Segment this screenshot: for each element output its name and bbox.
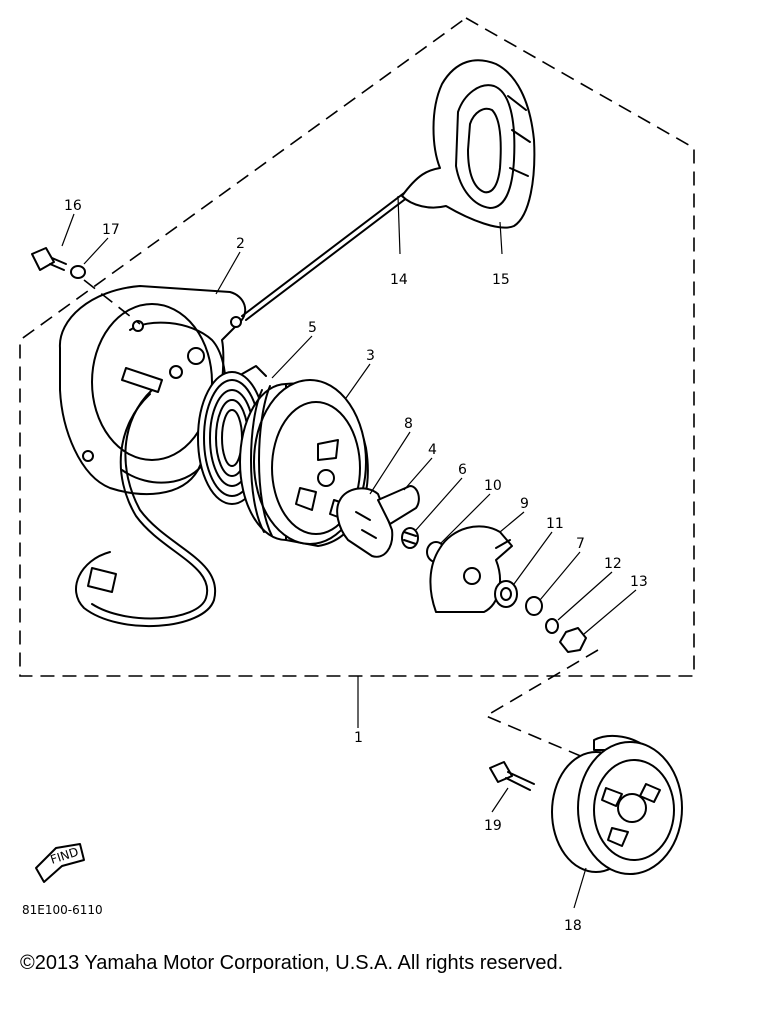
- wire-connector: [87, 567, 117, 593]
- label-part-12: 12: [604, 556, 622, 572]
- friction-plate: [429, 525, 513, 613]
- label-part-14: 14: [390, 272, 408, 288]
- nut-13: [559, 627, 587, 653]
- copyright-notice: ©2013 Yamaha Motor Corporation, U.S.A. A…: [20, 952, 564, 974]
- label-part-4: 4: [428, 442, 437, 458]
- label-part-9: 9: [520, 496, 529, 512]
- label-part-19: 19: [484, 818, 502, 834]
- label-part-18: 18: [564, 918, 582, 934]
- label-part-10: 10: [484, 478, 502, 494]
- label-part-6: 6: [458, 462, 467, 478]
- starter-pulley: [551, 734, 683, 875]
- starter-rope: [245, 193, 413, 321]
- wire-harness: [75, 389, 217, 628]
- pawl-lever: [377, 485, 420, 525]
- link-line-18: [484, 649, 599, 761]
- pawl-spring: [401, 527, 419, 549]
- callout-leaders: [61, 195, 637, 909]
- bolt-19: [489, 761, 535, 791]
- assembly-boundary: [19, 17, 695, 677]
- washer-7: [525, 596, 543, 616]
- starter-handle: [401, 59, 536, 229]
- bolt-16: [31, 247, 67, 271]
- label-part-3: 3: [366, 348, 375, 364]
- label-part-2: 2: [236, 236, 245, 252]
- label-part-15: 15: [492, 272, 510, 288]
- label-part-8: 8: [404, 416, 413, 432]
- diagram-code: 81E100-6110: [22, 903, 103, 917]
- lock-washer-12: [545, 618, 559, 634]
- label-part-5: 5: [308, 320, 317, 336]
- label-part-1: 1: [354, 730, 363, 746]
- label-part-11: 11: [546, 516, 564, 532]
- find-icon: FIND: [35, 843, 85, 883]
- ratchet-pawl: [336, 487, 394, 558]
- mount-line-16: [83, 279, 141, 325]
- label-part-16: 16: [64, 198, 82, 214]
- label-part-13: 13: [630, 574, 648, 590]
- washer-17: [70, 265, 86, 279]
- label-part-17: 17: [102, 222, 120, 238]
- label-part-7: 7: [576, 536, 585, 552]
- washer-11: [494, 580, 518, 608]
